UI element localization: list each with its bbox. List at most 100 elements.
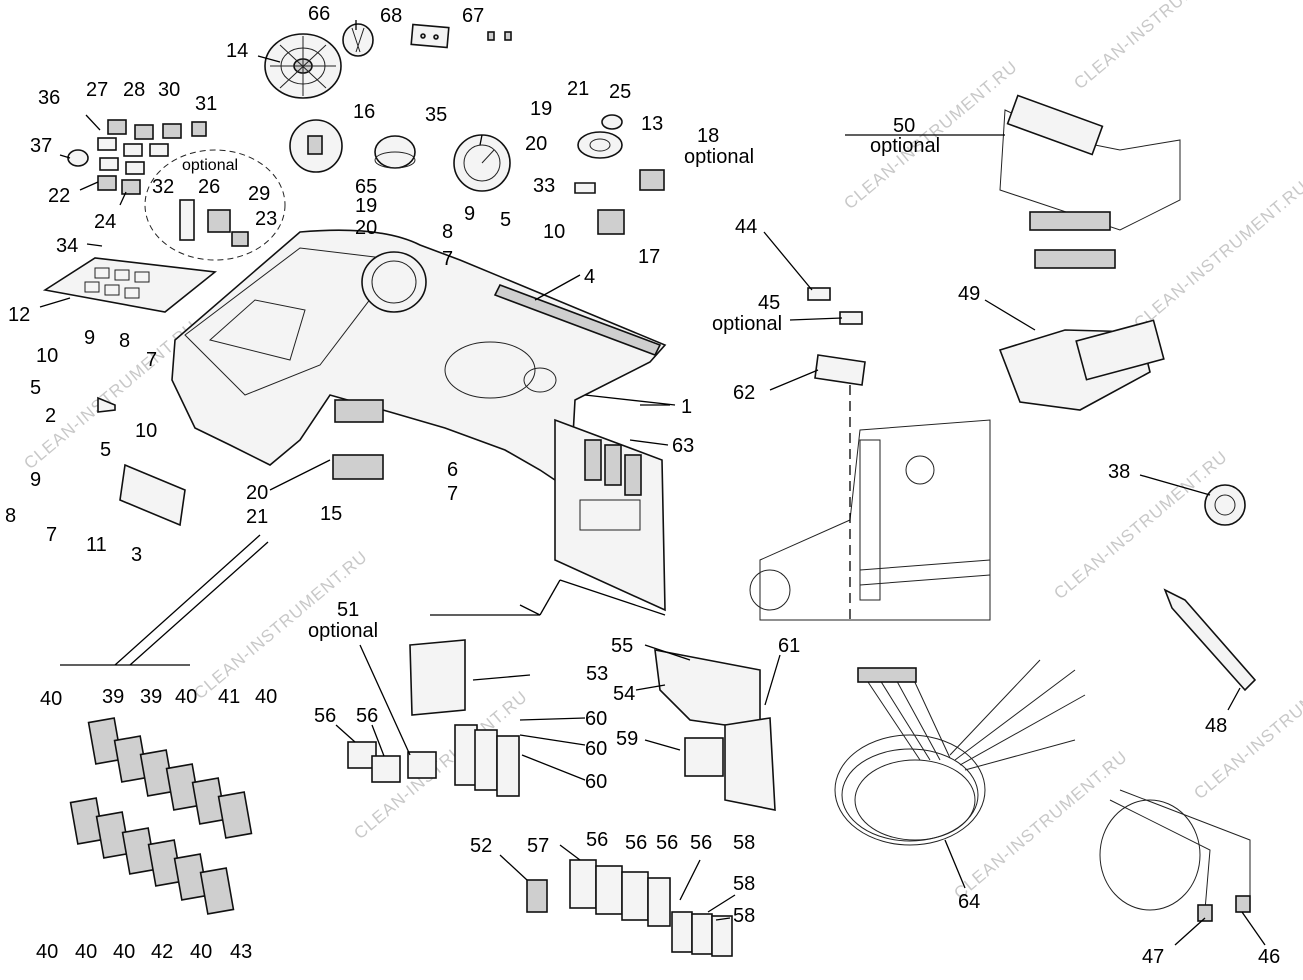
label-12: 12: [8, 304, 30, 326]
label-21a: 21: [567, 78, 589, 100]
part-48-ground-strap: [1163, 588, 1257, 692]
label-2: 2: [45, 405, 56, 427]
label-53: 53: [586, 663, 608, 685]
part-15-connector-blocks: [332, 399, 384, 480]
label-6: 6: [447, 459, 458, 481]
part-13-bezel: [577, 114, 623, 159]
label-26: 26: [198, 176, 220, 198]
label-56e: 56: [656, 832, 678, 854]
label-55: 55: [611, 635, 633, 657]
label-49: 49: [958, 283, 980, 305]
label-67: 67: [462, 5, 484, 27]
label-19a: 19: [355, 195, 377, 217]
part-2-3-brackets: [97, 396, 186, 527]
label-56a: 56: [314, 705, 336, 727]
label-42: 42: [151, 941, 173, 963]
part-38-connector: [1204, 484, 1246, 526]
label-24: 24: [94, 211, 116, 233]
label-45: 45: [758, 292, 780, 314]
label-58c: 58: [733, 905, 755, 927]
label-43: 43: [230, 941, 252, 963]
label-61: 61: [778, 635, 800, 657]
label-60b: 60: [585, 738, 607, 760]
label-7c: 7: [46, 524, 57, 546]
label-66: 66: [308, 3, 330, 25]
label-32: 32: [152, 176, 174, 198]
label-47: 47: [1142, 946, 1164, 968]
label-51: 51: [337, 599, 359, 621]
part-64-wire-harness: [834, 659, 1086, 846]
watermarks: CLEAN-INSTRUMENT.RU CLEAN-INSTRUMENT.RU …: [20, 0, 1303, 903]
watermark-text: CLEAN-INSTRUMENT.RU: [1130, 177, 1303, 333]
label-56c: 56: [586, 829, 608, 851]
label-10c: 10: [135, 420, 157, 442]
label-63: 63: [672, 435, 694, 457]
optional-label-51: optional: [308, 620, 378, 642]
label-4: 4: [584, 266, 595, 288]
label-27: 27: [86, 79, 108, 101]
label-58a: 58: [733, 832, 755, 854]
label-40b: 40: [175, 686, 197, 708]
label-17: 17: [638, 246, 660, 268]
label-40e: 40: [75, 941, 97, 963]
watermark-text: CLEAN-INSTRUMENT.RU: [1070, 0, 1251, 93]
label-65: 65: [355, 176, 377, 198]
label-21c: 21: [246, 506, 268, 528]
label-25: 25: [609, 81, 631, 103]
part-number-labels: 66 68 67 14 36 27 28 30 31 37 22 24 32 2…: [5, 3, 1280, 968]
label-50: 50: [893, 115, 915, 137]
engine-area: [749, 419, 991, 621]
watermark-text: CLEAN-INSTRUMENT.RU: [1050, 447, 1231, 603]
label-16: 16: [353, 101, 375, 123]
optional-label-45: optional: [712, 313, 782, 335]
label-52: 52: [470, 835, 492, 857]
label-54: 54: [613, 683, 635, 705]
label-9b: 9: [84, 327, 95, 349]
part-67-screws: [487, 31, 512, 41]
label-48: 48: [1205, 715, 1227, 737]
label-9a: 9: [464, 203, 475, 225]
label-5a: 5: [500, 209, 511, 231]
label-8c: 8: [5, 505, 16, 527]
leader-lines: [39, 20, 1266, 946]
label-36: 36: [38, 87, 60, 109]
label-31: 31: [195, 93, 217, 115]
label-13: 13: [641, 113, 663, 135]
label-20b: 20: [525, 133, 547, 155]
label-59: 59: [616, 728, 638, 750]
part-66-knob: [342, 23, 374, 57]
label-57: 57: [527, 835, 549, 857]
label-62: 62: [733, 382, 755, 404]
optional-circle-group: [144, 149, 286, 261]
label-19b: 19: [530, 98, 552, 120]
label-20c: 20: [246, 482, 268, 504]
label-35: 35: [425, 104, 447, 126]
label-40d: 40: [36, 941, 58, 963]
part-35-speedometer: [453, 134, 511, 192]
label-10b: 10: [36, 345, 58, 367]
label-22: 22: [48, 185, 70, 207]
label-58b: 58: [733, 873, 755, 895]
part-ignition-dial: [289, 119, 343, 173]
label-30: 30: [158, 79, 180, 101]
part-14-fan-disc: [264, 33, 342, 99]
part-46-47-cables: [1099, 789, 1251, 922]
part-16-round-lamp: [374, 135, 416, 169]
label-56f: 56: [690, 832, 712, 854]
label-39a: 39: [102, 686, 124, 708]
part-50-steering-column: [999, 94, 1181, 269]
label-15: 15: [320, 503, 342, 525]
label-56d: 56: [625, 832, 647, 854]
label-5c: 5: [100, 439, 111, 461]
label-7a: 7: [442, 248, 453, 270]
label-37: 37: [30, 135, 52, 157]
optional-labels: optional optional optional optional opti…: [182, 135, 940, 642]
part-62-bracket: [814, 354, 866, 386]
label-29: 29: [248, 183, 270, 205]
part-1-dashboard-housing: [171, 229, 667, 492]
label-41: 41: [218, 686, 240, 708]
label-9c: 9: [30, 469, 41, 491]
label-46: 46: [1258, 946, 1280, 968]
part-44-45-fuses: [807, 287, 863, 325]
